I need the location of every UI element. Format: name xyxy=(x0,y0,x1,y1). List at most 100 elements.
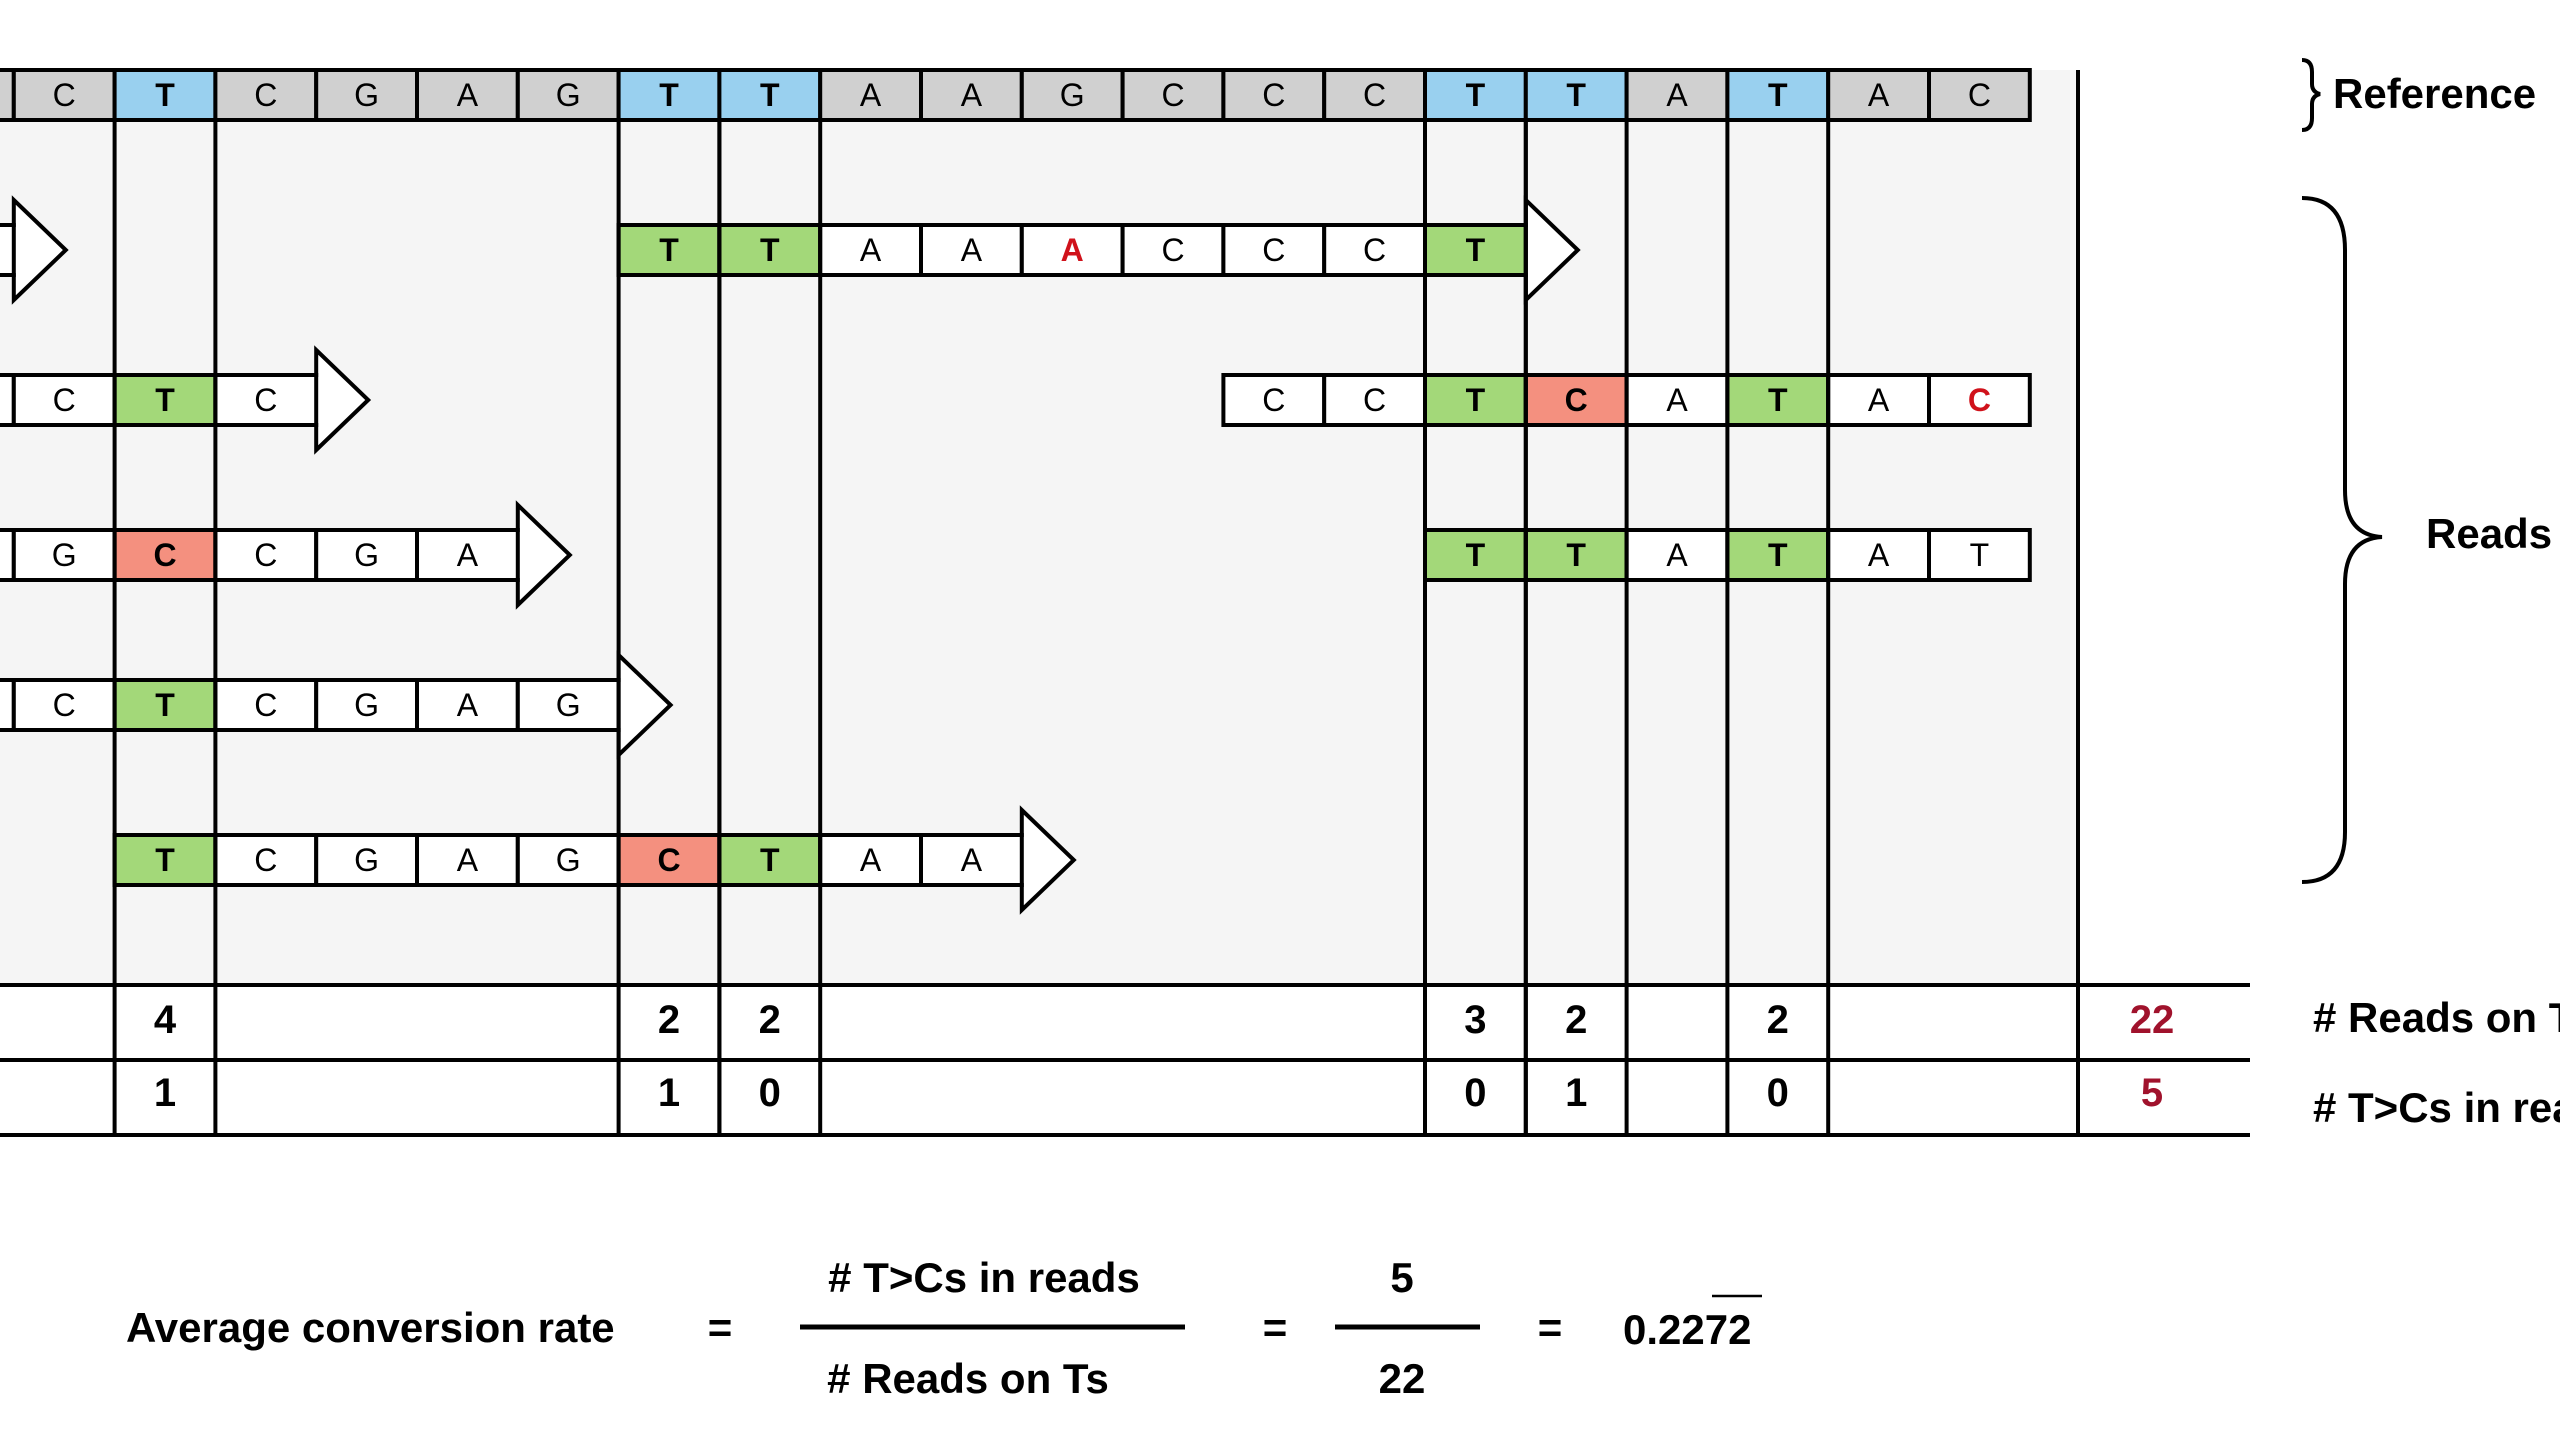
read-base-cell xyxy=(213,528,319,582)
reference-base-label: C xyxy=(1161,77,1184,113)
read-base-cell xyxy=(1624,373,1730,427)
reads-on-t-count: 2 xyxy=(1767,998,1789,1042)
read-base-cell xyxy=(1221,373,1327,427)
read-base-label: G xyxy=(556,687,581,723)
read-base-label: A xyxy=(1868,537,1890,573)
column-grid xyxy=(112,70,2080,1135)
read: A xyxy=(0,195,69,305)
read-base-label: A xyxy=(1061,232,1084,268)
read-base-label: A xyxy=(457,842,479,878)
read-base-cell xyxy=(0,223,16,277)
read-base-label: C xyxy=(1968,382,1991,418)
reference-base-label: T xyxy=(659,77,679,113)
read-base-cell xyxy=(1019,223,1125,277)
read-base-label: T xyxy=(1466,382,1486,418)
read-base-cell xyxy=(1927,528,2032,582)
read-base-label: C xyxy=(1161,232,1184,268)
reference-base-cell xyxy=(515,68,621,122)
reference-base-cell xyxy=(1120,68,1226,122)
read-base-label: A xyxy=(860,842,882,878)
reference-base-cell xyxy=(818,68,924,122)
t-to-c-count: 0 xyxy=(1767,1071,1789,1115)
read-base-label: A xyxy=(961,232,983,268)
read-base-cell xyxy=(515,678,621,732)
reference-base-cell xyxy=(1221,68,1327,122)
formula-denominator: # Reads on Ts xyxy=(827,1355,1109,1402)
reference-base-cell xyxy=(1624,68,1730,122)
read-base-label: C xyxy=(254,842,277,878)
read-base-cell xyxy=(919,223,1024,277)
read-base-cell xyxy=(213,373,319,427)
reference-base-cell xyxy=(616,68,722,122)
read-base-label: C xyxy=(254,382,277,418)
reference-base-label: A xyxy=(860,77,882,113)
reference-base-label: A xyxy=(1868,77,1890,113)
reference-brace-icon xyxy=(2301,58,2321,132)
read-base-label: T xyxy=(155,382,175,418)
t-to-c-count: 0 xyxy=(759,1071,781,1115)
read-base-label: T xyxy=(659,232,679,268)
read-base-label: C xyxy=(153,537,176,573)
read-base-label: G xyxy=(354,537,379,573)
reads-brace-icon xyxy=(2301,196,2383,884)
formula-lhs: Average conversion rate xyxy=(126,1304,615,1351)
read-base-cell xyxy=(314,678,420,732)
reference-base-label: G xyxy=(1060,77,1085,113)
read-base-label: C xyxy=(1262,382,1285,418)
reference-base-label: T xyxy=(760,77,780,113)
read-base-cell xyxy=(1221,223,1327,277)
read-base-cell xyxy=(0,373,16,427)
read-base-cell xyxy=(1423,373,1528,427)
read-base-label: A xyxy=(860,232,882,268)
read-base-label: C xyxy=(1363,232,1386,268)
formula-numerator: # T>Cs in reads xyxy=(828,1254,1140,1301)
read-base-label: T xyxy=(1566,537,1586,573)
reference-base-label: G xyxy=(556,77,581,113)
read-base-label: T xyxy=(1466,537,1486,573)
reference-base-label: C xyxy=(254,77,277,113)
read-base-cell xyxy=(919,833,1024,887)
reference-base-label: C xyxy=(53,77,76,113)
formula-eq-3: = xyxy=(1538,1304,1563,1351)
reads-label: Reads xyxy=(2426,510,2552,557)
read-base-cell xyxy=(1826,528,1931,582)
reference-base-cell xyxy=(1725,68,1831,122)
reference-base-cell xyxy=(1322,68,1427,122)
read-base-cell xyxy=(0,678,16,732)
t-to-c-count: 1 xyxy=(154,1071,176,1115)
reference-base-label: C xyxy=(1262,77,1285,113)
read-base-cell xyxy=(1523,373,1629,427)
reference-base-label: A xyxy=(1666,77,1688,113)
reference-base-label: T xyxy=(1466,77,1486,113)
reference-base-cell xyxy=(11,68,117,122)
formula: Average conversion rate = # T>Cs in read… xyxy=(126,1254,1762,1402)
read-base-label: A xyxy=(1868,382,1890,418)
read-base-label: C xyxy=(1565,382,1588,418)
read-base-label: A xyxy=(457,537,479,573)
read-base-cell xyxy=(415,528,520,582)
read-base-cell xyxy=(717,833,823,887)
read-base-label: C xyxy=(657,842,680,878)
read-base-cell xyxy=(1826,373,1931,427)
reads-on-ts-total: 22 xyxy=(2130,998,2175,1042)
read-base-label: A xyxy=(961,842,983,878)
read-arrow-icon xyxy=(0,195,69,305)
formula-eq-1: = xyxy=(708,1304,733,1351)
read-base-label: G xyxy=(354,842,379,878)
reference-base-label: C xyxy=(1968,77,1991,113)
read-base-label: T xyxy=(155,842,175,878)
reference-base-label: T xyxy=(155,77,175,113)
read-base-label: A xyxy=(457,687,479,723)
read-base-label: T xyxy=(1466,232,1486,268)
reference-label: Reference xyxy=(2333,70,2536,117)
reference-base-label: T xyxy=(1768,77,1788,113)
read-base-label: T xyxy=(1768,382,1788,418)
read-base-cell xyxy=(1322,373,1427,427)
reference-base-cell xyxy=(1927,68,2032,122)
